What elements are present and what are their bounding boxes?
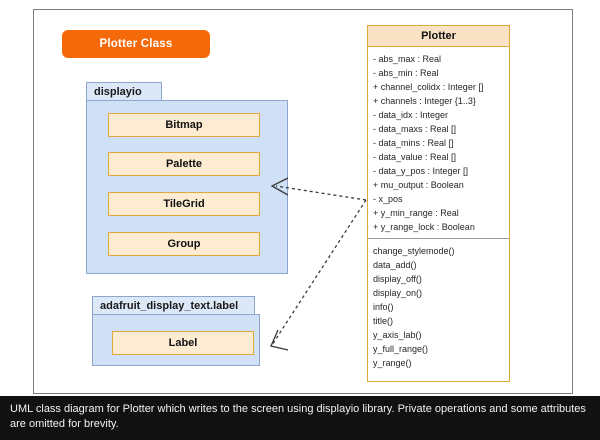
diagram-title-badge: Plotter Class <box>62 30 210 58</box>
plotter-attribute-12: + y_range_lock : Boolean <box>373 222 475 232</box>
plotter-operation-6: y_axis_lab() <box>373 330 422 340</box>
plotter-attribute-7: - data_value : Real [] <box>373 152 457 162</box>
figure-caption: UML class diagram for Plotter which writ… <box>0 396 600 440</box>
plotter-attribute-2: + channel_colidx : Integer [] <box>373 82 484 92</box>
plotter-operation-4: info() <box>373 302 394 312</box>
plotter-class-name: Plotter <box>368 26 509 47</box>
package-displayio-label: displayio <box>86 82 162 101</box>
class-box-tilegrid: TileGrid <box>108 192 260 216</box>
plotter-operation-2: display_off() <box>373 274 422 284</box>
plotter-attribute-9: + mu_output : Boolean <box>373 180 464 190</box>
class-box-plotter: Plotter - abs_max : Real - abs_min : Real… <box>367 25 510 382</box>
plotter-attributes-compartment: - abs_max : Real - abs_min : Real + channe… <box>368 47 509 239</box>
class-box-group: Group <box>108 232 260 256</box>
plotter-attribute-4: - data_idx : Integer <box>373 110 449 120</box>
plotter-operations-compartment: change_stylemode() data_add() display_off(… <box>368 239 509 374</box>
class-box-label: Label <box>112 331 254 355</box>
plotter-operation-0: change_stylemode() <box>373 246 455 256</box>
class-box-palette: Palette <box>108 152 260 176</box>
plotter-attribute-0: - abs_max : Real <box>373 54 442 64</box>
plotter-attribute-8: - data_y_pos : Integer [] <box>373 166 469 176</box>
plotter-attribute-1: - abs_min : Real <box>373 68 439 78</box>
class-box-bitmap: Bitmap <box>108 113 260 137</box>
plotter-operation-3: display_on() <box>373 288 423 298</box>
plotter-operation-1: data_add() <box>373 260 417 270</box>
plotter-operation-5: title() <box>373 316 393 326</box>
plotter-operation-7: y_full_range() <box>373 344 429 354</box>
package-label-label: adafruit_display_text.label <box>92 296 255 315</box>
plotter-attribute-3: + channels : Integer {1..3} <box>373 96 476 106</box>
plotter-operation-8: y_range() <box>373 358 412 368</box>
plotter-attribute-6: - data_mins : Real [] <box>373 138 454 148</box>
plotter-attribute-11: + y_min_range : Real <box>373 208 459 218</box>
plotter-attribute-5: - data_maxs : Real [] <box>373 124 457 134</box>
plotter-attribute-10: - x_pos <box>373 194 403 204</box>
